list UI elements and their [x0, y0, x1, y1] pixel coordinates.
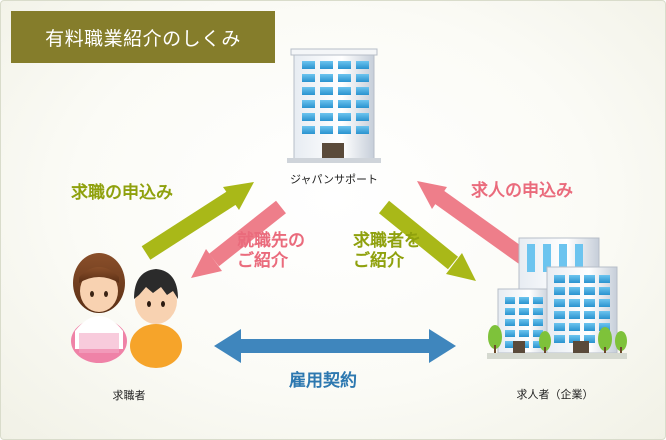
building-window	[584, 323, 595, 331]
building-window	[302, 74, 315, 82]
building-window	[519, 308, 529, 315]
building-window	[320, 61, 333, 69]
building-window	[569, 323, 580, 331]
building-window	[338, 87, 351, 95]
introduce-seeker-line1: 求職者を	[353, 231, 421, 251]
building-window	[533, 319, 543, 326]
building-window	[356, 87, 369, 95]
apply-company-label: 求人の申込み	[471, 181, 573, 201]
diagram-title: 有料職業紹介のしくみ	[11, 11, 275, 63]
building-window	[505, 330, 515, 337]
building-window	[533, 330, 543, 337]
building-window	[302, 100, 315, 108]
building-window	[519, 297, 529, 304]
building-window	[356, 100, 369, 108]
building-window	[356, 61, 369, 69]
building-window	[569, 335, 580, 343]
building-window	[302, 61, 315, 69]
building-window	[356, 113, 369, 121]
job-seeker-label: 求職者	[112, 389, 146, 402]
building-window	[338, 113, 351, 121]
company-label: 求人者（企業）	[516, 388, 594, 401]
arrow-apply-job-seeker	[141, 182, 254, 260]
building-window	[584, 335, 595, 343]
building-window	[302, 87, 315, 95]
building-window	[338, 74, 351, 82]
building-window	[320, 126, 333, 134]
building-window	[338, 126, 351, 134]
building-window	[302, 113, 315, 121]
arrow-employment-contract	[214, 329, 456, 363]
arrow-introduce-seeker	[378, 200, 476, 281]
building-window	[554, 275, 565, 283]
building-window	[519, 330, 529, 337]
building-window	[320, 74, 333, 82]
building-window	[505, 341, 515, 348]
introduce-employer-line1: 就職先の	[237, 231, 305, 251]
building-window	[599, 275, 610, 283]
building-window	[584, 299, 595, 307]
agency-label: ジャパンサポート	[290, 173, 378, 186]
building-window	[584, 311, 595, 319]
employment-contract-label: 雇用契約	[289, 371, 357, 391]
building-window	[533, 341, 543, 348]
building-window	[569, 287, 580, 295]
building-window	[554, 335, 565, 343]
building-window	[320, 113, 333, 121]
building-window	[569, 311, 580, 319]
arrow-apply-company	[417, 181, 528, 264]
building-window	[338, 100, 351, 108]
building-window	[519, 319, 529, 326]
building-window	[320, 87, 333, 95]
building-window	[554, 311, 565, 319]
building-window	[338, 61, 351, 69]
building-window	[599, 299, 610, 307]
building-window	[599, 323, 610, 331]
introduce-employer-label: 就職先の ご紹介	[237, 231, 305, 272]
building-window	[356, 126, 369, 134]
job-seeker-people-icon	[71, 253, 182, 368]
agency-building-icon	[287, 48, 381, 163]
introduce-employer-line2: ご紹介	[237, 251, 288, 272]
building-window	[569, 299, 580, 307]
building-window	[584, 275, 595, 283]
company-building-icon	[487, 237, 627, 359]
building-window	[505, 319, 515, 326]
building-window	[505, 308, 515, 315]
building-window	[356, 74, 369, 82]
building-window	[533, 297, 543, 304]
building-window	[533, 308, 543, 315]
building-window	[599, 311, 610, 319]
building-window	[554, 323, 565, 331]
introduce-seeker-line2: ご紹介	[353, 251, 404, 272]
building-window	[599, 287, 610, 295]
building-window	[584, 287, 595, 295]
introduce-seeker-label: 求職者を ご紹介	[353, 231, 421, 272]
building-window	[320, 100, 333, 108]
building-window	[554, 299, 565, 307]
building-window	[302, 126, 315, 134]
building-window	[569, 275, 580, 283]
arrow-introduce-employer	[191, 200, 286, 278]
apply-job-seeker-label: 求職の申込み	[71, 183, 173, 203]
building-window	[554, 287, 565, 295]
building-window	[505, 297, 515, 304]
